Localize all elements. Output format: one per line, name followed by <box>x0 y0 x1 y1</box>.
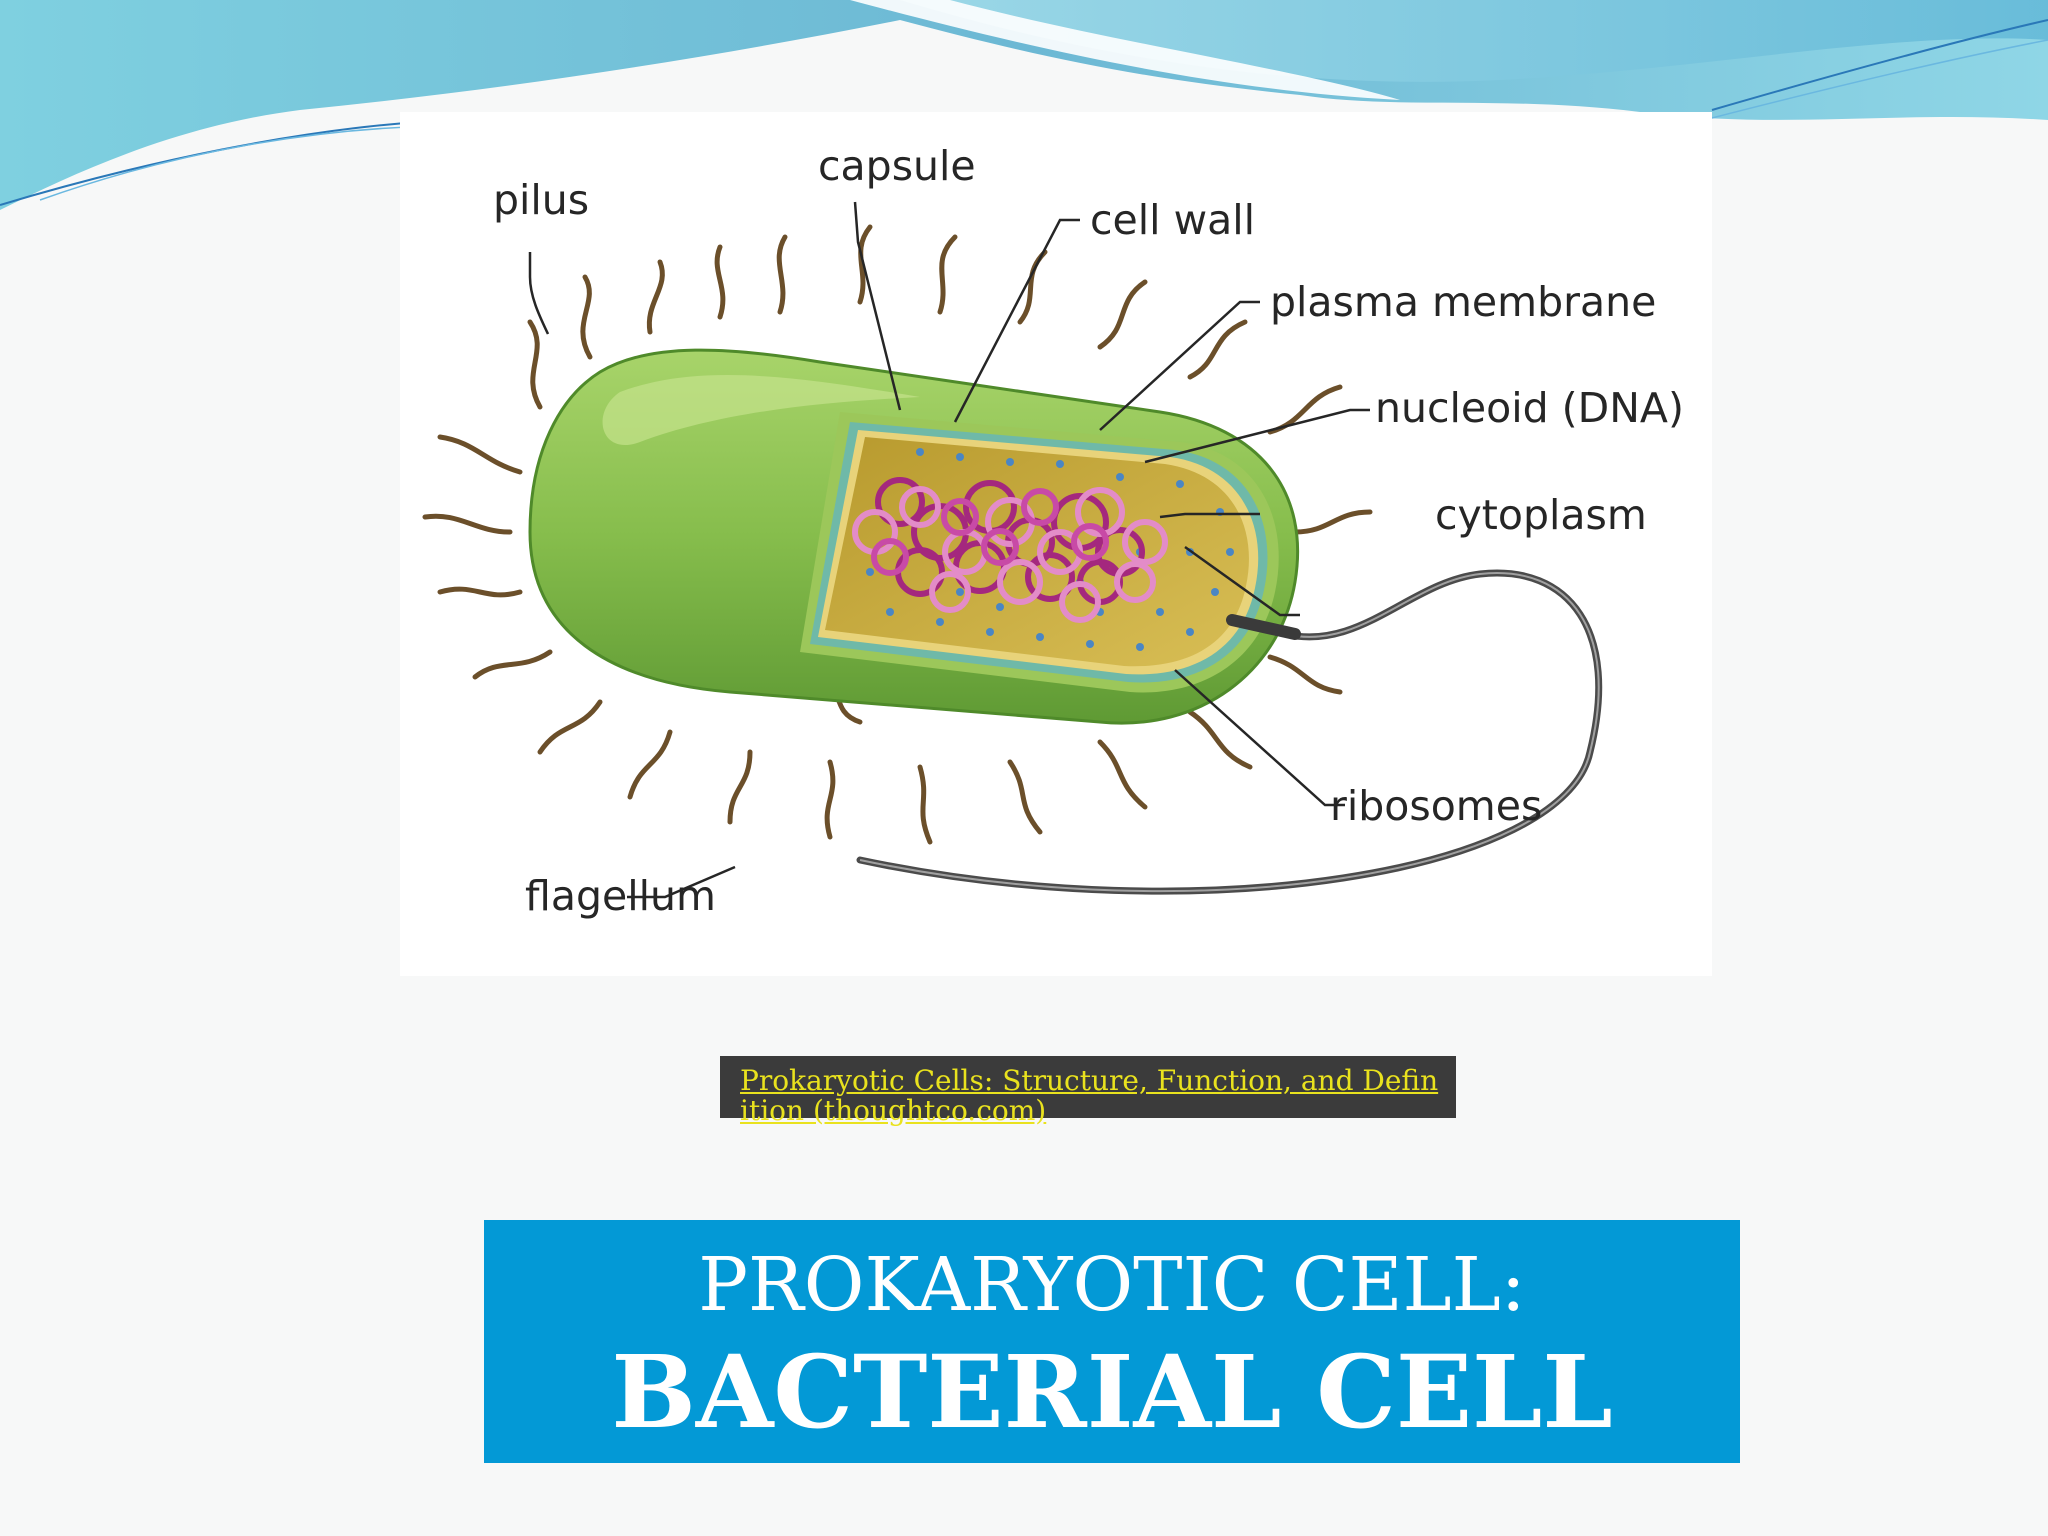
title-line-1: PROKARYOTIC CELL: <box>698 1242 1526 1328</box>
wave-band-white <box>850 0 1400 100</box>
label-capsule: capsule <box>818 142 976 190</box>
flagellum-highlight <box>859 572 1600 893</box>
source-link[interactable]: Prokaryotic Cells: Structure, Function, … <box>740 1064 1439 1127</box>
bacterial-cell-diagram: pilus capsule cell wall plasma membrane … <box>400 112 1712 976</box>
wave-line-right-2 <box>1711 39 2048 119</box>
label-flagellum: flagellum <box>525 872 716 920</box>
label-ribosomes: ribosomes <box>1330 782 1542 830</box>
label-pilus: pilus <box>493 176 589 224</box>
wave-line-right <box>1711 19 2048 111</box>
flagellum-hook <box>1226 614 1301 640</box>
title-line-2: BACTERIAL CELL <box>611 1333 1613 1451</box>
title-banner: PROKARYOTIC CELL: BACTERIAL CELL <box>484 1220 1740 1463</box>
leader-lines <box>528 201 1370 899</box>
nucleoid-dna <box>852 477 1168 623</box>
cell-body-highlight <box>602 375 920 446</box>
label-cell-wall: cell wall <box>1090 196 1255 244</box>
label-nucleoid: nucleoid (DNA) <box>1375 384 1684 432</box>
cytoplasm-region <box>825 437 1249 667</box>
source-link-box: Prokaryotic Cells: Structure, Function, … <box>720 1056 1456 1126</box>
wave-line-left-2 <box>39 125 441 201</box>
decorative-wave-header <box>0 0 2048 210</box>
label-plasma-membrane: plasma membrane <box>1270 278 1656 326</box>
label-cytoplasm: cytoplasm <box>1435 491 1647 539</box>
